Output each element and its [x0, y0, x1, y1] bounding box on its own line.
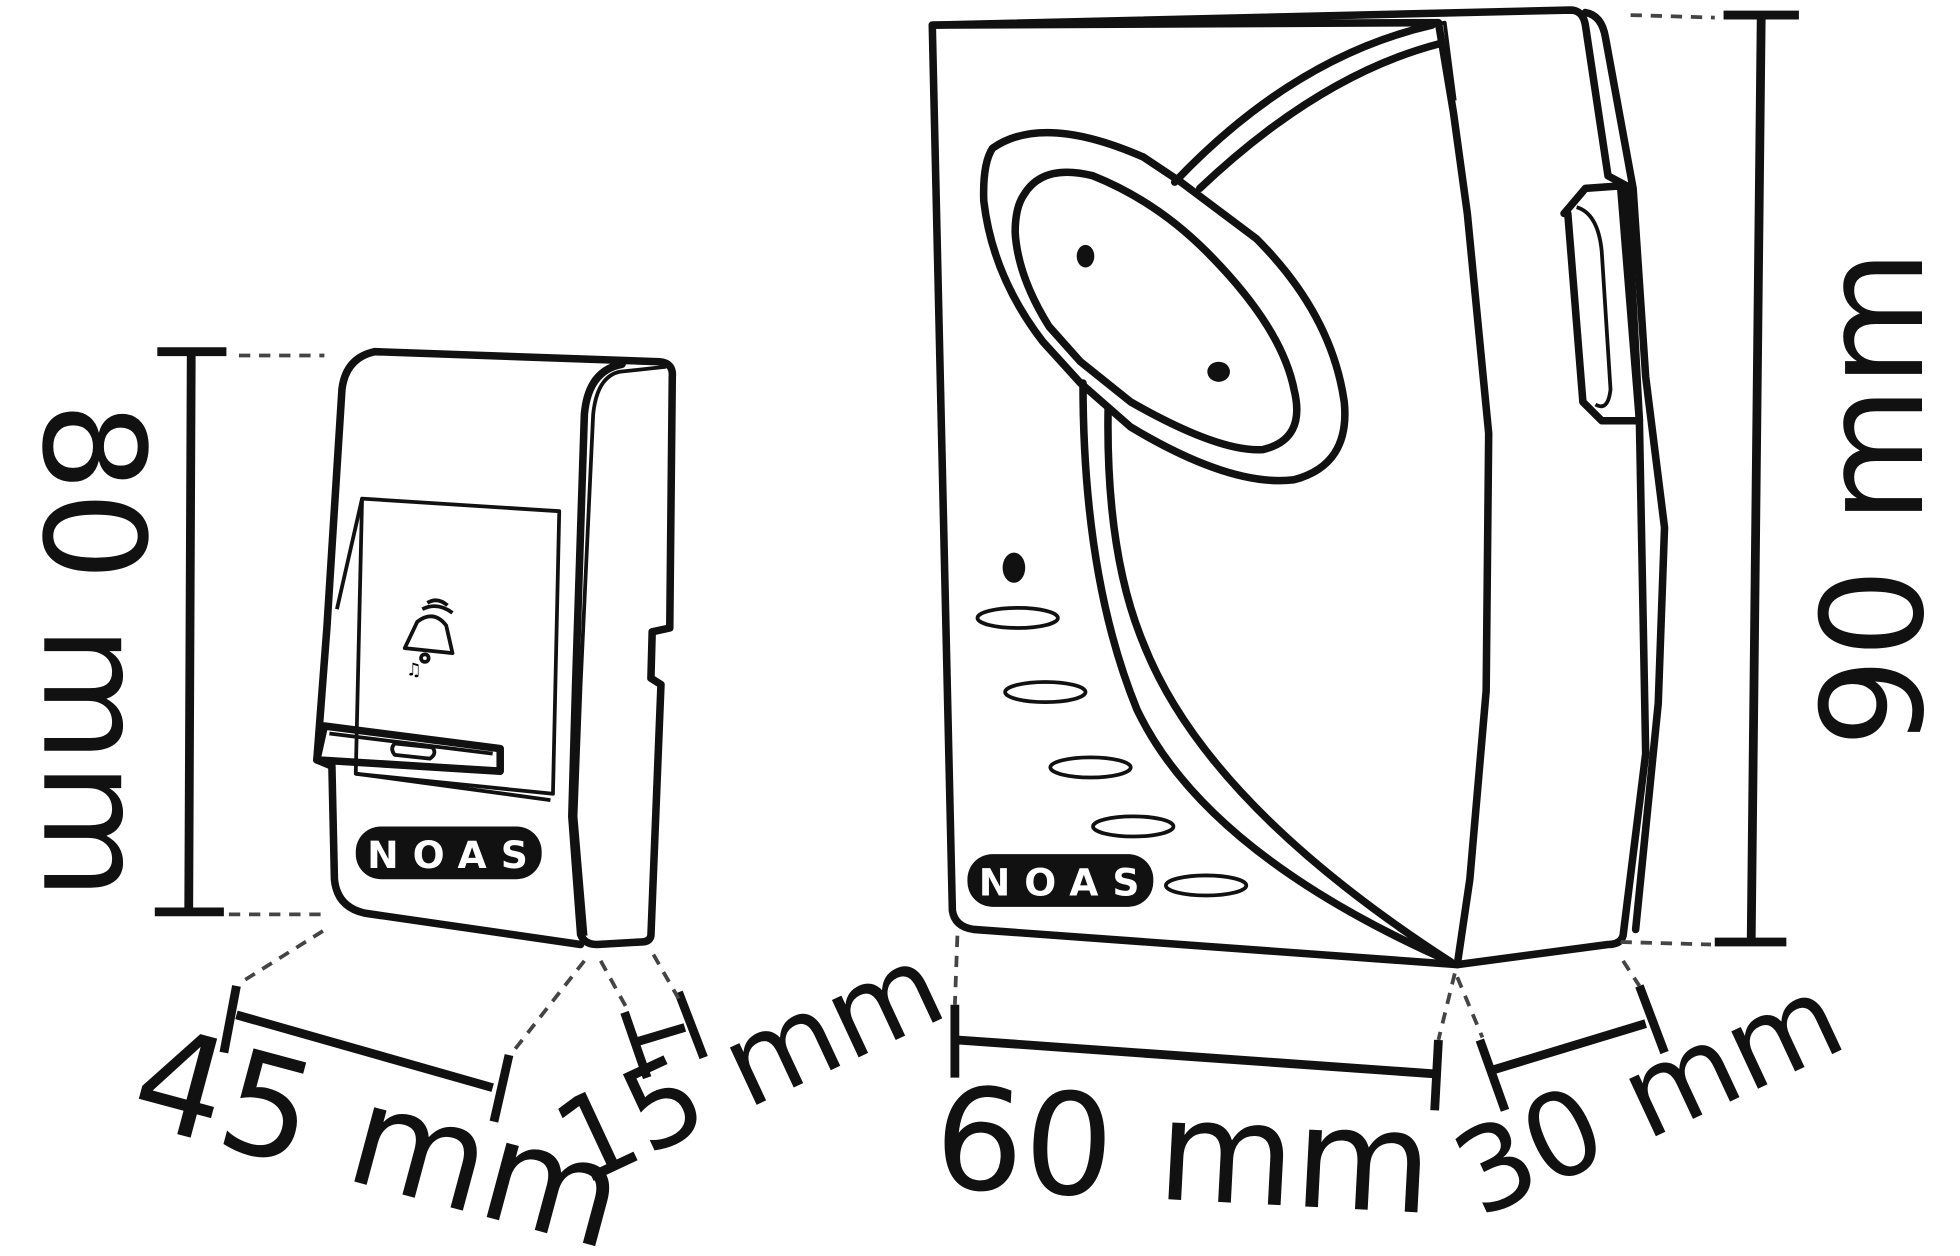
- receiver-depth-label: 30 mm: [1435, 949, 1862, 1243]
- receiver-height-label: 90 mm: [1792, 250, 1956, 748]
- bell-icon: ♫: [402, 598, 455, 681]
- noas-logo: NOAS: [355, 826, 542, 880]
- svg-text:♫: ♫: [406, 661, 422, 681]
- dimension-lines: [154, 10, 1799, 1123]
- noas-logo: NOAS: [967, 854, 1154, 907]
- push-button-device: ♫ NOAS: [313, 347, 677, 949]
- receiver-width-label: 60 mm: [930, 1057, 1436, 1247]
- push-button-height-label: 80 mm: [10, 402, 174, 900]
- receiver-device: NOAS: [928, 6, 1669, 969]
